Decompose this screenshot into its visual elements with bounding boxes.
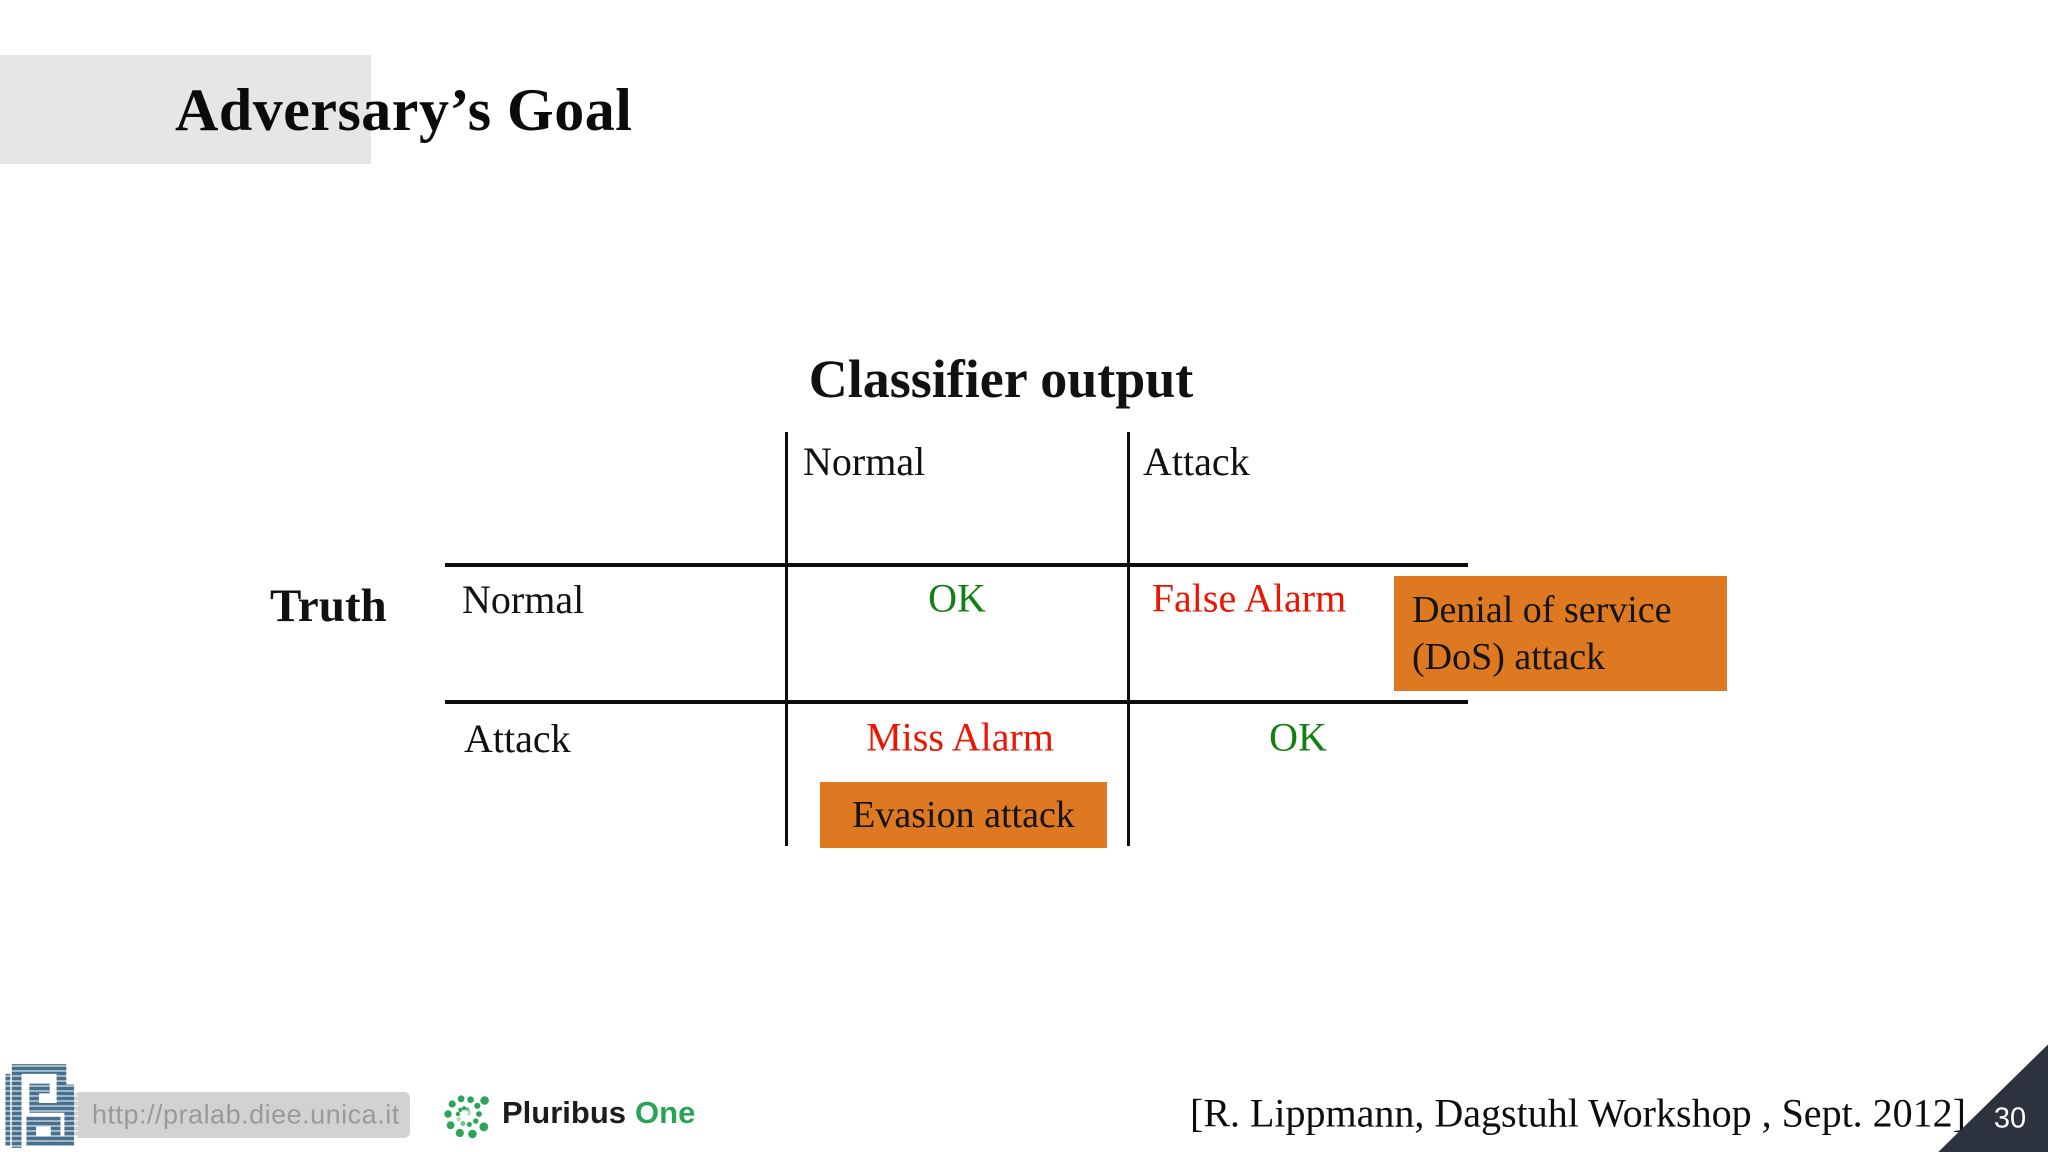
evasion-attack-callout: Evasion attack (820, 782, 1107, 848)
column-header-normal: Normal (803, 439, 926, 484)
dos-callout-line1: Denial of service (1412, 589, 1672, 631)
pluribus-spiral-icon (438, 1086, 494, 1142)
pluribus-word-text: Pluribus (502, 1095, 627, 1130)
title-highlight-box (0, 55, 371, 164)
table-horizontal-line-1 (445, 563, 1468, 567)
evasion-callout-label: Evasion attack (852, 794, 1075, 836)
row-header-normal: Normal (462, 577, 585, 622)
pralab-logo-stripes (4, 1060, 78, 1150)
pralab-logo-icon (4, 1060, 78, 1150)
table-horizontal-line-2 (445, 700, 1468, 704)
table-vertical-line-1 (785, 432, 788, 846)
truth-axis-label: Truth (270, 580, 387, 632)
pralab-url: http://pralab.diee.unica.it (92, 1099, 400, 1130)
table-vertical-line-2 (1127, 432, 1130, 846)
page-number: 30 (1993, 1102, 2027, 1135)
matrix-title: Classifier output (808, 349, 1194, 409)
pluribus-one-text: One (635, 1095, 696, 1130)
dos-attack-callout: Denial of service (DoS) attack (1394, 576, 1727, 691)
citation: [R. Lippmann, Dagstuhl Workshop , Sept. … (1190, 1090, 1966, 1136)
url-bar (74, 1092, 410, 1138)
dos-callout-line2: (DoS) attack (1412, 636, 1606, 678)
row-header-attack: Attack (464, 716, 571, 761)
column-header-attack: Attack (1143, 439, 1250, 484)
cell-true-normal: OK (928, 575, 986, 621)
cell-miss-alarm: Miss Alarm (866, 714, 1054, 760)
cell-false-alarm: False Alarm (1151, 575, 1347, 621)
cell-true-attack: OK (1269, 714, 1327, 760)
page-title: Adversary’s Goal (175, 77, 633, 143)
